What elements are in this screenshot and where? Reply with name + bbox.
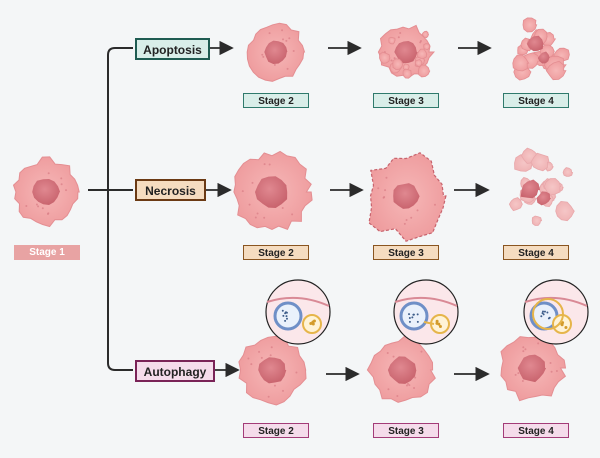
necrosis-stage-3-cell (368, 152, 447, 242)
apoptosis-stage-3-blebs (379, 30, 431, 79)
autophagy-stage-4-zoom (523, 279, 589, 345)
necrosis-stage-2-cell (233, 150, 313, 231)
necrosis-stage-3-label: Stage 3 (373, 245, 439, 260)
apoptosis-stage-2-cell (246, 22, 306, 82)
apoptosis-stage-4-label: Stage 4 (503, 93, 569, 108)
apoptosis-nucleus-fragment (537, 51, 550, 64)
stage-1-cell (12, 156, 80, 228)
autophagy-stage-4-label: Stage 4 (503, 423, 569, 438)
necrosis-box: Necrosis (135, 179, 206, 201)
stage-1-label: Stage 1 (14, 245, 80, 260)
autophagy-stage-3-zoom (393, 279, 459, 345)
cell-illustrations (12, 17, 575, 406)
apoptosis-stage-3-label: Stage 3 (373, 93, 439, 108)
autophagy-stage-2-zoom (265, 279, 331, 345)
necrosis-stage-4-label: Stage 4 (503, 245, 569, 260)
autophagy-stage-3-cell (366, 334, 436, 403)
autophagy-stage-2-label: Stage 2 (243, 423, 309, 438)
apoptosis-nucleus-fragment (527, 35, 544, 52)
stage-arrows (206, 40, 492, 382)
necrosis-stage-2-label: Stage 2 (243, 245, 309, 260)
necrosis-stage-4-debris (508, 147, 575, 226)
autophagy-stage-3-label: Stage 3 (373, 423, 439, 438)
necrosis-nucleus-fragment (520, 179, 540, 199)
autophagy-box: Autophagy (135, 360, 215, 382)
necrosis-nucleus-fragment (536, 191, 551, 206)
apoptosis-stage-2-label: Stage 2 (243, 93, 309, 108)
connector-branch (107, 47, 133, 371)
connector-lines (88, 47, 133, 371)
apoptosis-box: Apoptosis (135, 38, 210, 60)
autophagy-stage-2-cell (238, 335, 307, 406)
autophagy-stage-4-cell (500, 336, 567, 402)
autophagy-zoom-insets (265, 279, 589, 345)
